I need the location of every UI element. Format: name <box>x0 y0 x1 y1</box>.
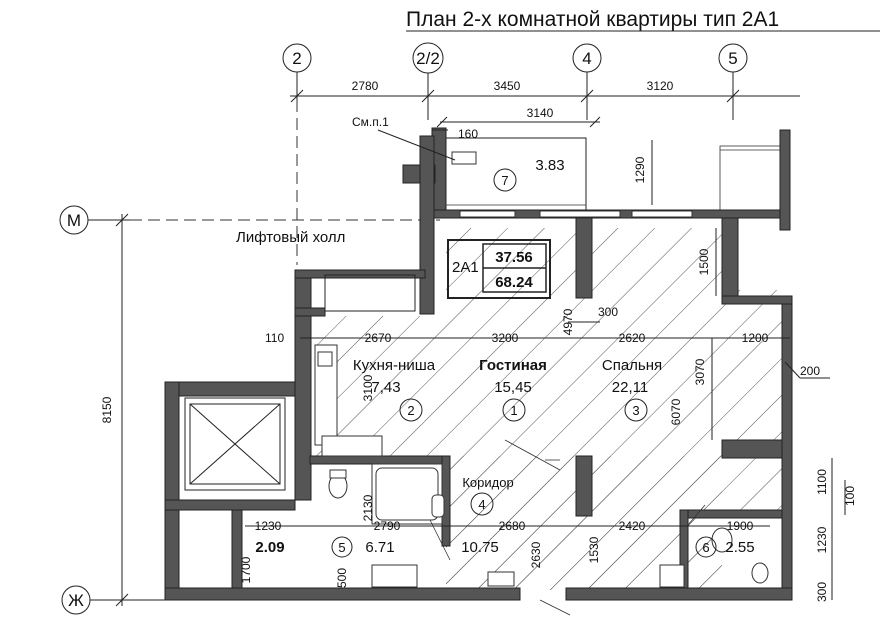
top-dimension-chain: 2780 3450 3120 3140 <box>290 79 800 128</box>
dim-6070: 6070 <box>669 398 683 425</box>
apartment-tag: 2А1 37.56 68.24 <box>447 239 551 299</box>
dim-2670: 2670 <box>365 331 392 345</box>
dim-1230a: 1230 <box>255 519 282 533</box>
dim-1290: 1290 <box>633 156 647 183</box>
room-area-loggia: 3.83 <box>535 157 564 174</box>
loggia <box>402 127 781 219</box>
dim-1700: 1700 <box>239 556 253 583</box>
dim-1900: 1900 <box>727 519 754 533</box>
dim-100: 100 <box>843 486 857 506</box>
dim-160: 160 <box>458 127 478 141</box>
living-area-value: 37.56 <box>495 249 533 266</box>
dim-3120: 3120 <box>647 79 674 93</box>
axis-label-5: 5 <box>728 49 737 68</box>
total-area-value: 68.24 <box>495 274 533 291</box>
sanitary-fixtures <box>328 463 769 588</box>
room-area-living: 15,45 <box>494 379 532 396</box>
room-area-kitchen: 7,43 <box>371 379 400 396</box>
dim-300b: 300 <box>815 582 829 602</box>
room-num-kitchen: 2 <box>407 403 414 418</box>
room-area-bedroom: 22,11 <box>612 379 648 396</box>
reference-leader <box>377 129 456 161</box>
room-name-bedroom: Спальня <box>602 357 662 374</box>
dim-3100: 3100 <box>361 374 375 401</box>
axis-label-m: М <box>67 211 81 230</box>
dim-2790: 2790 <box>374 519 401 533</box>
room-num-living: 1 <box>510 403 517 418</box>
left-dimension: 8150 <box>100 213 129 607</box>
axis-label-4: 4 <box>582 49 591 68</box>
dim-2680: 2680 <box>499 519 526 533</box>
dim-4970: 4970 <box>561 308 575 335</box>
room-num-wc: 6 <box>702 540 709 555</box>
interior-dimensions: 160 1290 1500 300 4970 110 2670 3200 262… <box>239 127 857 602</box>
room-area-corridor: 10.75 <box>461 539 499 556</box>
dim-2420: 2420 <box>619 519 646 533</box>
dim-1530: 1530 <box>587 536 601 563</box>
dim-3070: 3070 <box>693 358 707 385</box>
plan-title: План 2-х комнатной квартиры тип 2А1 <box>406 8 779 31</box>
room-name-living: Гостиная <box>479 357 547 374</box>
room-num-corridor: 4 <box>478 497 485 512</box>
door-swings <box>429 439 706 616</box>
dim-1500: 1500 <box>697 248 711 275</box>
dim-1230b: 1230 <box>815 526 829 553</box>
dim-500: 500 <box>335 568 349 588</box>
room-area-wc: 2.55 <box>725 539 754 556</box>
dim-110: 110 <box>265 331 284 345</box>
dim-1200: 1200 <box>742 331 769 345</box>
elevator-shaft <box>184 274 416 491</box>
dim-300: 300 <box>598 305 618 319</box>
room-num-loggia: 7 <box>501 173 508 188</box>
dim-2630: 2630 <box>529 541 543 568</box>
axis-label-zh: Ж <box>68 591 84 610</box>
dim-2130: 2130 <box>361 494 375 521</box>
axis-label-2-2: 2/2 <box>416 49 440 68</box>
dim-8150: 8150 <box>100 396 114 423</box>
room-name-corridor: Коридор <box>462 475 513 490</box>
lift-hall-label: Лифтовый холл <box>236 229 345 246</box>
dim-3140: 3140 <box>527 106 554 120</box>
apartment-type-label: 2А1 <box>452 259 479 276</box>
reference-note: См.п.1 <box>352 115 389 129</box>
dim-2780: 2780 <box>352 79 379 93</box>
dim-200: 200 <box>800 364 820 378</box>
dim-3450: 3450 <box>494 79 521 93</box>
room-num-bedroom: 3 <box>632 403 639 418</box>
axis-label-2: 2 <box>292 49 301 68</box>
dim-2620: 2620 <box>619 331 646 345</box>
room-name-kitchen: Кухня-ниша <box>353 357 436 374</box>
room-area-bath: 6.71 <box>365 539 394 556</box>
room-num-bath: 5 <box>338 540 345 555</box>
dim-1100: 1100 <box>815 469 829 495</box>
apartment-walls <box>164 135 793 601</box>
room-labels: Кухня-ниша 7,43 2 Гостиная 15,45 1 Спаль… <box>255 157 755 558</box>
axis-markers: 2 2/2 4 5 М Ж <box>59 42 748 615</box>
facade-wall <box>429 129 791 231</box>
dim-3200: 3200 <box>492 331 519 345</box>
room-area-storage: 2.09 <box>255 539 284 556</box>
